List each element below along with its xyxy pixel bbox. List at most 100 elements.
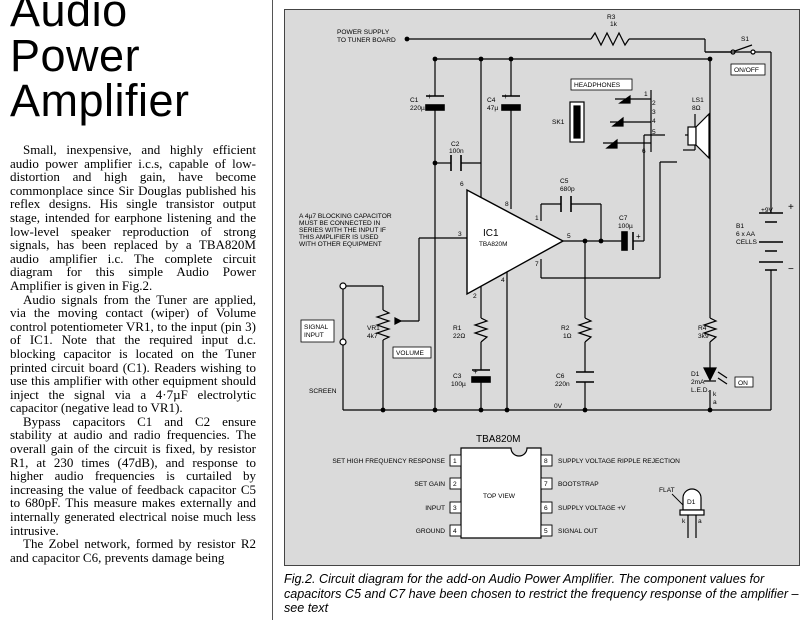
ic1-type: TBA820M	[479, 241, 507, 248]
r2-label: R2	[561, 325, 570, 332]
battery-minus: −	[788, 264, 794, 275]
ic-pin-number: 7	[535, 261, 539, 268]
c5-value: 680p	[560, 186, 575, 193]
pinout-pin-number: 7	[544, 481, 548, 488]
pinout-pin-number: 8	[544, 458, 548, 465]
ic-pin-number: 2	[473, 293, 477, 300]
zero-v-label: 0V	[554, 403, 563, 410]
led-d1-symbol	[703, 367, 728, 385]
article-title: Audio Power Amplifier	[10, 0, 260, 123]
led-pinout-detail: FLAT D1 k a	[659, 487, 705, 538]
ic-pin-number: 5	[567, 233, 571, 240]
c7-label: C7	[619, 215, 628, 222]
pinout-pin-label: SUPPLY VOLTAGE RIPPLE REJECTION	[558, 458, 680, 465]
pinout-pin-label: SUPPLY VOLTAGE +V	[558, 505, 626, 512]
c2-label: C2	[451, 141, 460, 148]
pinout-title: TBA820M	[476, 434, 520, 445]
article-paragraph: The Zobel network, formed by resistor R2…	[10, 536, 256, 565]
note-line: SERIES WITH THE INPUT IF	[299, 227, 386, 234]
s1-label: S1	[741, 36, 749, 43]
pinout-pin-label: SET GAIN	[414, 481, 445, 488]
b1-label: B1	[736, 223, 744, 230]
c3-label: C3	[453, 373, 462, 380]
battery-symbol	[759, 212, 783, 271]
pinout-pin-number: 3	[453, 505, 457, 512]
led-pin-label: a	[713, 399, 717, 406]
led-detail-name: D1	[687, 499, 696, 506]
c7-plus: +	[636, 232, 641, 241]
pinout-pin-number: 5	[544, 528, 548, 535]
article-paragraph: Audio signals from the Tuner are applied…	[10, 291, 256, 416]
jack-pin-number: 5	[652, 129, 656, 136]
sk1-label: SK1	[552, 119, 565, 126]
d1-type: L.E.D.	[691, 387, 709, 394]
terminal-circles	[339, 282, 347, 346]
resistor-symbols	[375, 309, 718, 343]
ic-pin-number: 3	[458, 231, 462, 238]
r1-label: R1	[453, 325, 462, 332]
jack-pin-number: 4	[652, 118, 656, 125]
led-detail-k: k	[682, 518, 686, 525]
volume-label: VOLUME	[396, 350, 424, 357]
title-line: Amplifier	[10, 75, 190, 126]
figure-caption: Fig.2. Circuit diagram for the add-on Au…	[284, 572, 799, 615]
note-line: MUST BE CONNECTED IN	[299, 220, 380, 227]
c1-value: 220µ	[410, 105, 425, 112]
tba820m-pinout: TBA820M TOP VIEW 1 2 3 4 8 7 6 5 SET HIG…	[332, 434, 680, 539]
pinout-pin-label: BOOTSTRAP	[558, 481, 599, 488]
r4-label: R4	[698, 325, 707, 332]
switch-s1-symbol	[705, 44, 756, 55]
jack-pin-number: 1	[644, 91, 648, 98]
article-paragraph: Small, inexpensive, and highly efficient…	[10, 142, 256, 293]
led-on-label: ON	[738, 380, 748, 387]
r4-value: 3k9	[698, 333, 709, 340]
d1-current: 2mA	[691, 379, 705, 386]
jack-pin-number: 6	[642, 148, 646, 155]
vr1-value: 4k7	[367, 333, 378, 340]
signal-input-label: INPUT	[304, 332, 324, 339]
c3-plus: +	[473, 367, 478, 376]
jack-pin-number: 2	[652, 100, 656, 107]
capacitor-symbols	[425, 95, 634, 383]
b1-type: CELLS	[736, 239, 757, 246]
s1-onoff-label: ON/OFF	[734, 67, 759, 74]
power-supply-label: POWER SUPPLY	[337, 29, 390, 36]
c4-value: 47µ	[487, 105, 498, 112]
column-divider	[272, 0, 273, 620]
battery-plus: +	[788, 202, 794, 213]
pinout-pin-number: 6	[544, 505, 548, 512]
ls1-value: 8Ω	[692, 105, 701, 112]
plus9v-label: +9V	[761, 207, 774, 214]
pinout-pin-label: SIGNAL OUT	[558, 528, 598, 535]
ic-pin-number: 1	[535, 215, 539, 222]
c4-plus: +	[503, 92, 508, 101]
d1-label: D1	[691, 371, 700, 378]
note-line: WITH OTHER EQUIPMENT	[299, 241, 382, 248]
led-flat-label: FLAT	[659, 487, 675, 494]
r2-value: 1Ω	[563, 333, 572, 340]
led-pin-label: k	[713, 391, 717, 398]
jack-pin-number: 3	[652, 109, 656, 116]
c6-value: 220n	[555, 381, 570, 388]
c1-plus: +	[427, 92, 432, 101]
ic-pin-number: 8	[505, 201, 509, 208]
pinout-pin-number: 2	[453, 481, 457, 488]
headphones-label: HEADPHONES	[574, 82, 621, 89]
speaker-ls1-symbol	[687, 112, 710, 160]
c6-label: C6	[556, 373, 565, 380]
vr1-label: VR1	[367, 325, 380, 332]
power-supply-label: TO TUNER BOARD	[337, 37, 396, 44]
r3-value: 1k	[610, 21, 618, 28]
c5-label: C5	[560, 178, 569, 185]
ic-pin-number: 4	[501, 277, 505, 284]
c1-label: C1	[410, 97, 419, 104]
circuit-diagram-panel: POWER SUPPLY TO TUNER BOARD R3 1k S1 ON/…	[284, 9, 800, 566]
ls1-label: LS1	[692, 97, 704, 104]
circuit-schematic: POWER SUPPLY TO TUNER BOARD R3 1k S1 ON/…	[299, 14, 794, 539]
junction-dots	[380, 36, 713, 413]
pinout-pin-label: SET HIGH FREQUENCY RESPONSE	[332, 458, 445, 465]
r3-label: R3	[607, 14, 616, 21]
schematic-labels: POWER SUPPLY TO TUNER BOARD R3 1k S1 ON/…	[299, 14, 794, 410]
ic1-label: IC1	[483, 228, 499, 239]
sk1-jack-symbol	[569, 94, 652, 152]
